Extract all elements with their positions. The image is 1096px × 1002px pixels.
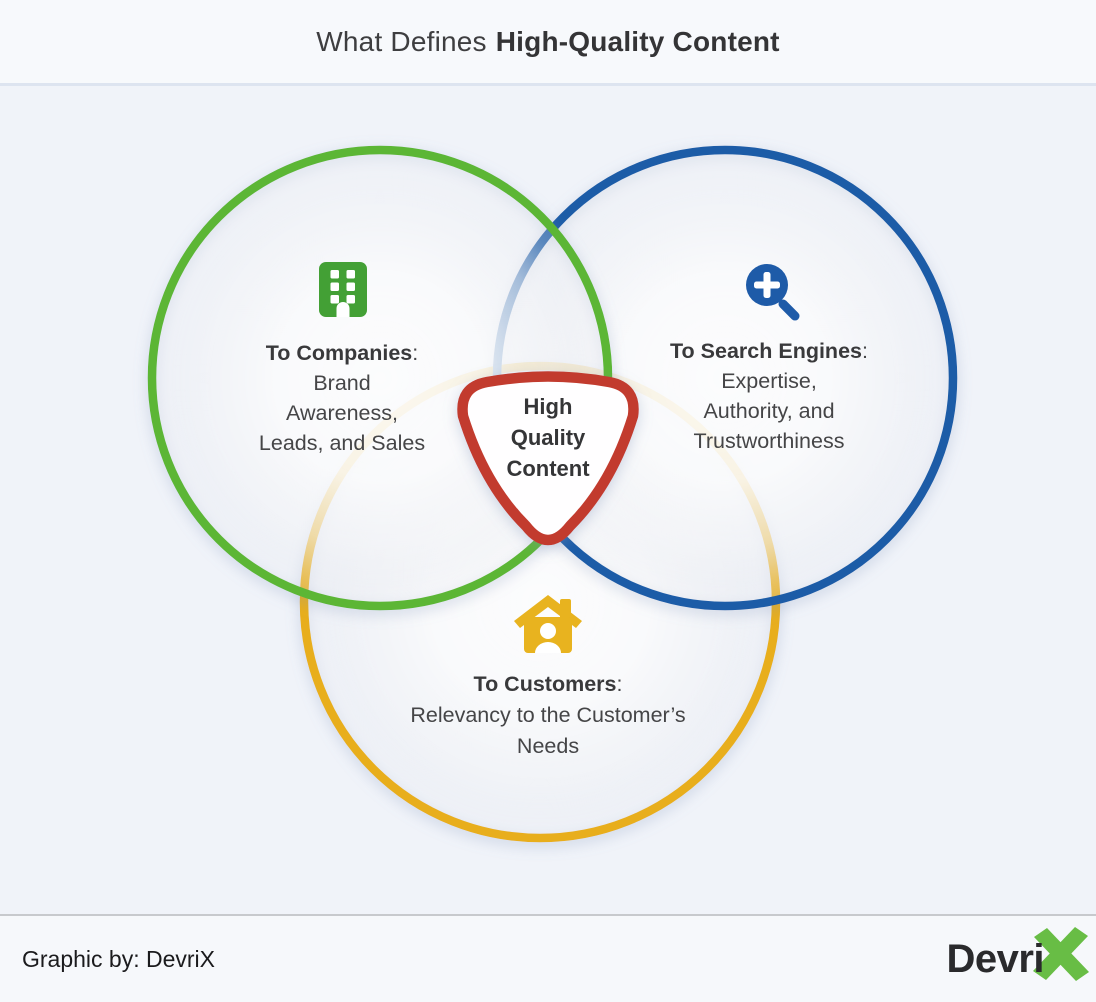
companies-line-1: Brand [313,371,371,395]
credit-text: Graphic by: DevriX [22,945,216,972]
companies-label: To Companies [265,341,413,365]
companies-line-2: Awareness, [286,401,398,425]
center-badge-text: High Quality Content [506,391,589,484]
center-line-1: High [523,394,573,419]
colon: : [412,341,419,365]
footer: Graphic by: DevriX Devri X [0,914,1096,1002]
search-engines-label-line: To Search Engines: [670,336,868,366]
logo-x-icon [1033,927,1089,981]
zoom-in-magnifier-icon [746,264,800,321]
customers-label: To Customers [473,672,617,696]
building-icon-shapes [319,262,367,317]
companies-line-3: Leads, and Sales [258,431,426,455]
house-icon-shapes [514,595,582,653]
search-engines-line-1: Expertise, [721,369,817,393]
companies-label-line: To Companies: [259,338,425,368]
building-icon [319,262,367,317]
title-bold: High-Quality Content [495,25,780,57]
companies-text: To Companies: Brand Awareness, Leads, an… [259,338,425,458]
title-regular: What Defines [316,25,487,57]
venn-diagram-panel: To Companies: Brand Awareness, Leads, an… [0,86,1096,912]
house-person-icon [514,595,582,653]
venn-diagram [147,145,958,843]
search-engines-line-2: Authority, and [703,399,835,423]
magnifier-icon-shapes [746,264,800,321]
colon: : [861,339,868,363]
center-line-3: Content [506,456,590,481]
search-engines-label: To Search Engines [670,339,862,363]
customers-line-1: Relevancy to the Customer’s [410,703,686,727]
customers-line-2: Needs [516,734,580,758]
search-engines-line-3: Trustworthiness [693,429,845,453]
devrix-logo: Devri X [946,927,1092,983]
customers-text: To Customers: Relevancy to the Customer’… [410,669,685,762]
logo-text: Devri [946,936,1044,981]
search-engines-text: To Search Engines: Expertise, Authority,… [670,336,868,456]
colon: : [616,672,623,696]
center-line-2: Quality [510,425,586,450]
logo-x-shapes [1033,927,1089,981]
center-badge-shape [457,371,639,546]
customers-label-line: To Customers: [410,669,685,700]
